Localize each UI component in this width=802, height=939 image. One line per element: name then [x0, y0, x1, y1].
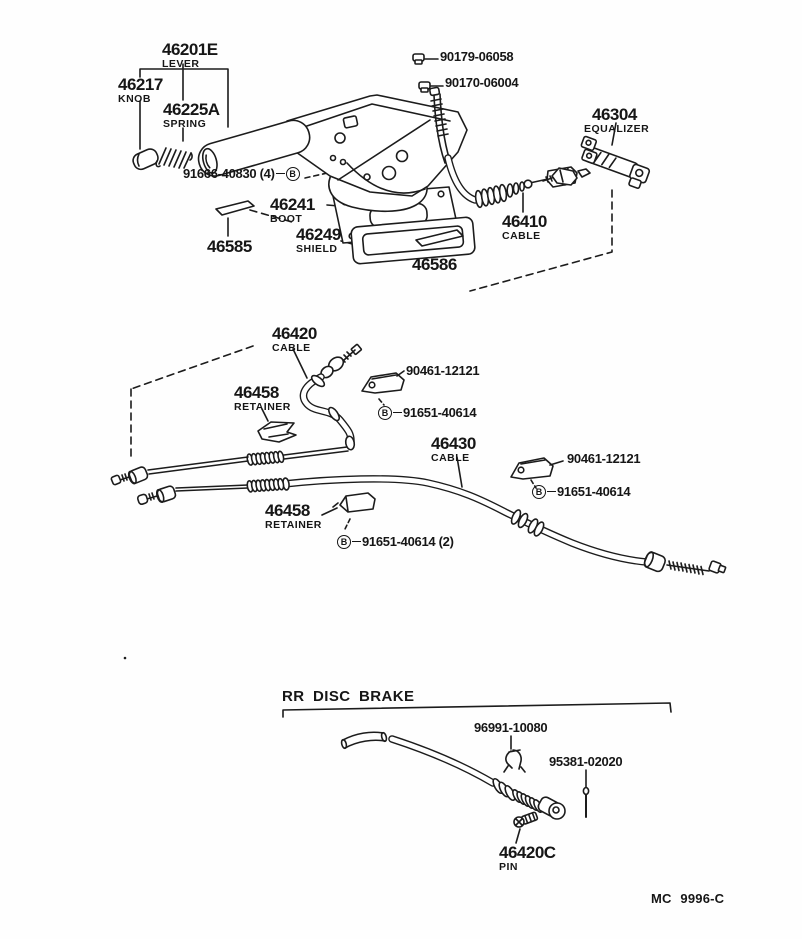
section-heading: RR DISC BRAKE [282, 688, 415, 705]
part-number: 90179-06058 [440, 49, 514, 64]
part-number: 90170-06004 [445, 75, 519, 90]
label-retainer-lower: 46458 RETAINER [265, 501, 322, 532]
clamp-lower-drawing [510, 457, 564, 489]
spring-drawing [155, 147, 193, 169]
part-number: 91651-40614 (2) [362, 534, 454, 549]
part-number: 46304 [592, 105, 637, 124]
pin-drawing [582, 769, 590, 818]
retainer-lower-drawing [321, 492, 376, 532]
print-speck [123, 656, 127, 660]
part-number: 96991-10080 [474, 720, 548, 735]
label-spring: 46225A SPRING [163, 100, 220, 131]
label-cable-no1: 46420 CABLE [272, 324, 317, 355]
dashed-reference-lines [130, 168, 613, 459]
part-number: 46410 [502, 212, 547, 231]
bolt-drawing [513, 811, 539, 844]
knob-drawing [132, 148, 159, 171]
label-boot: 46241 BOOT [270, 195, 315, 226]
label-washer-pair: B 91651-40614 (2) [337, 534, 454, 549]
label-plate-left: 46585 [207, 237, 252, 256]
label-screw-set: 91666-40830 (4) B [183, 166, 300, 181]
label-bolt-b: 90170-06004 [445, 75, 519, 90]
label-cable-front: 46410 CABLE [502, 212, 547, 243]
leader-dash [275, 173, 285, 174]
part-number: 46585 [207, 237, 252, 256]
plate-strips-drawing [215, 200, 464, 247]
clip-drawing [503, 735, 526, 773]
part-name: PIN [499, 861, 519, 874]
part-name: RETAINER [234, 401, 291, 414]
clamp-upper-drawing [361, 370, 405, 406]
part-number: 46201E [162, 40, 218, 59]
section-heading-text: RR DISC BRAKE [282, 688, 415, 705]
part-number: 46420 [272, 324, 317, 343]
leader-dash [393, 412, 402, 413]
part-name: LEVER [162, 58, 200, 71]
retainer-upper-drawing [257, 408, 297, 443]
part-number: 91651-40614 [403, 405, 477, 420]
b-marker-icon: B [378, 405, 392, 420]
part-name: SPRING [163, 118, 207, 131]
label-clip: 96991-10080 [474, 720, 548, 735]
b-marker-icon: B [337, 534, 351, 549]
label-bolt-a: 90179-06058 [440, 49, 514, 64]
part-number: 46225A [163, 100, 220, 119]
label-equalizer: 46304 EQUALIZER [584, 105, 650, 136]
part-name: EQUALIZER [584, 123, 650, 136]
rear-cable-1-drawing [110, 343, 363, 486]
sheet-code-text: MC 9996-C [651, 891, 725, 906]
part-number: 91651-40614 [557, 484, 631, 499]
label-shield: 46249 SHIELD [296, 225, 341, 256]
label-plate-right: 46586 [412, 255, 457, 274]
part-number: 46249 [296, 225, 341, 244]
equalizer-drawing [542, 135, 651, 189]
rr-disc-brake-drawing [282, 702, 672, 820]
part-number: 90461-12121 [567, 451, 641, 466]
label-clamp-lower: 90461-12121 [567, 451, 641, 466]
part-number: 46430 [431, 434, 476, 453]
part-name: CABLE [502, 230, 541, 243]
label-knob: 46217 KNOB [118, 75, 163, 106]
label-pin-long: 95381-02020 [549, 754, 623, 769]
nut-icons [412, 53, 431, 93]
part-number: 46420C [499, 843, 556, 862]
part-number: 46586 [412, 255, 457, 274]
label-washer-upper: B 91651-40614 [378, 405, 477, 420]
label-cable-no2: 46430 CABLE [431, 434, 476, 465]
part-name: CABLE [431, 452, 470, 465]
shield-drawing [350, 216, 476, 265]
part-number: 46241 [270, 195, 315, 214]
part-name: SHIELD [296, 243, 338, 256]
part-number: 46458 [265, 501, 310, 520]
lever-drawing [197, 94, 468, 213]
b-marker-icon: B [532, 484, 546, 499]
label-washer-lower: B 91651-40614 [532, 484, 631, 499]
part-name: BOOT [270, 213, 303, 226]
part-name: CABLE [272, 342, 311, 355]
leader-dash [547, 491, 556, 492]
part-number: 46458 [234, 383, 279, 402]
part-name: KNOB [118, 93, 151, 106]
label-retainer-upper: 46458 RETAINER [234, 383, 291, 414]
leader-dash [352, 541, 361, 542]
part-number: 91666-40830 (4) [183, 166, 275, 181]
part-number: 90461-12121 [406, 363, 480, 378]
label-lever: 46201E LEVER [162, 40, 218, 71]
b-marker-icon: B [285, 166, 300, 181]
rear-cable-2-drawing [136, 456, 727, 576]
sheet-code: MC 9996-C [651, 891, 725, 906]
part-number: 95381-02020 [549, 754, 623, 769]
label-clamp-upper: 90461-12121 [406, 363, 480, 378]
part-name: RETAINER [265, 519, 322, 532]
part-number: 46217 [118, 75, 163, 94]
label-pin-bolt: 46420C PIN [499, 843, 556, 874]
